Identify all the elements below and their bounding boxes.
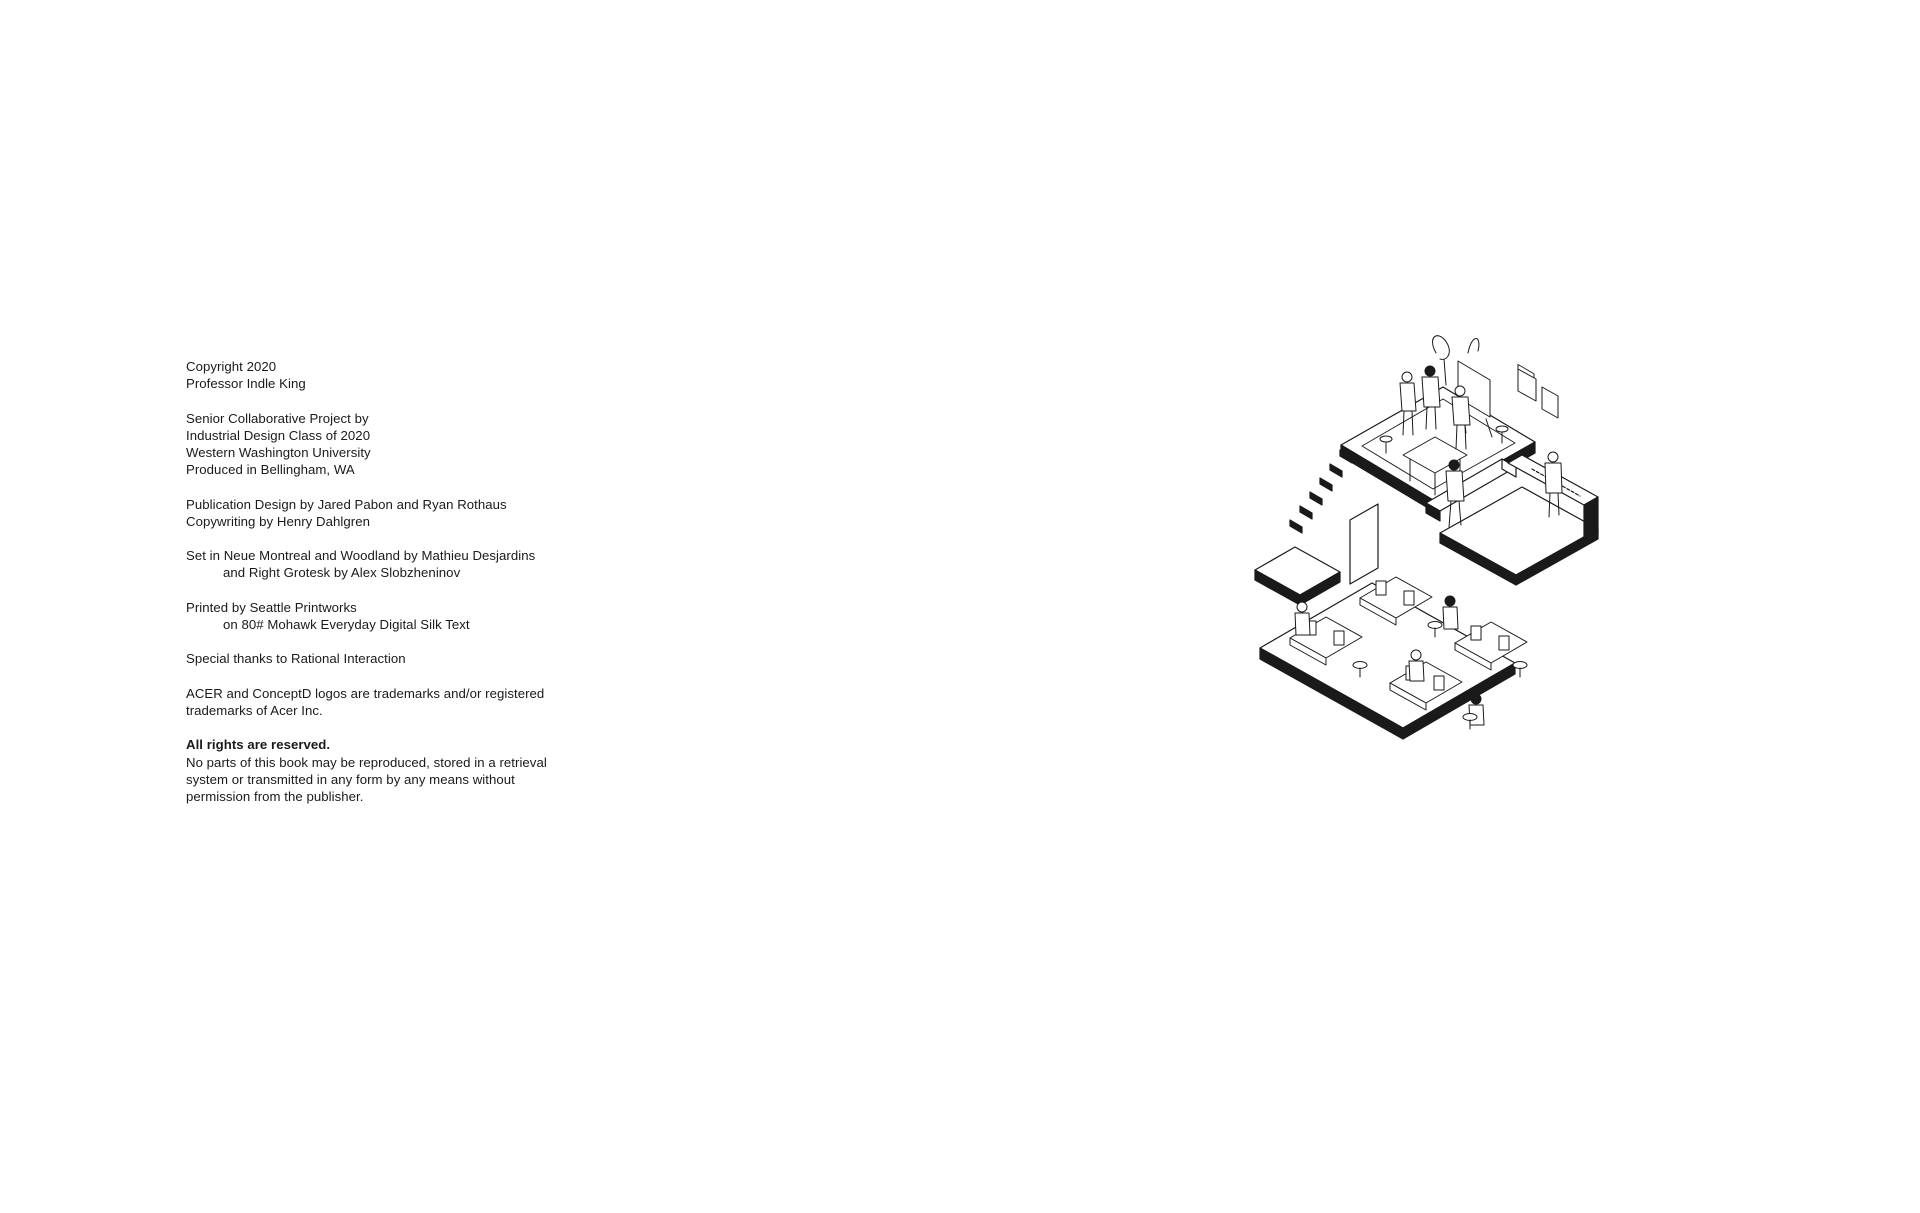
- paper-line-indented: on 80# Mohawk Everyday Digital Silk Text: [223, 616, 470, 632]
- rights-line: permission from the publisher.: [186, 788, 364, 804]
- design-credits-block: Publication Design by Jared Pabon and Ry…: [186, 496, 606, 530]
- rights-line: system or transmitted in any form by any…: [186, 771, 515, 787]
- typeset-line: Set in Neue Montreal and Woodland by Mat…: [186, 548, 536, 564]
- colophon: Copyright 2020 Professor Indle King Seni…: [186, 358, 606, 805]
- trademark-line: trademarks of Acer Inc.: [186, 702, 323, 718]
- trademark-line: ACER and ConceptD logos are trademarks a…: [186, 685, 545, 701]
- kitchen-people: [1445, 451, 1563, 528]
- workspace-desks: [1289, 576, 1528, 711]
- rights-heading: All rights are reserved.: [186, 737, 331, 753]
- typeset-line-indented: and Right Grotesk by Alex Slobzheninov: [223, 565, 461, 581]
- project-line: Senior Collaborative Project by: [186, 410, 369, 426]
- thanks-block: Special thanks to Rational Interaction: [186, 650, 606, 667]
- copyright-block: Copyright 2020 Professor Indle King: [186, 358, 606, 392]
- printer-line: Printed by Seattle Printworks: [186, 599, 357, 615]
- trademarks-block: ACER and ConceptD logos are trademarks a…: [186, 685, 606, 719]
- rights-line: No parts of this book may be reproduced,…: [186, 754, 547, 770]
- project-line: Industrial Design Class of 2020: [186, 427, 371, 443]
- copyright-holder: Professor Indle King: [186, 376, 306, 392]
- copyright-line: Copyright 2020: [186, 359, 277, 374]
- typeset-block: Set in Neue Montreal and Woodland by Mat…: [186, 547, 606, 581]
- thanks-line: Special thanks to Rational Interaction: [186, 651, 406, 667]
- staircase: [1289, 449, 1353, 534]
- isometric-office-icon: [1254, 335, 1599, 740]
- design-credit: Publication Design by Jared Pabon and Ry…: [186, 496, 507, 512]
- project-line: Produced in Bellingham, WA: [186, 462, 355, 478]
- landing: [1254, 546, 1341, 606]
- project-block: Senior Collaborative Project by Industri…: [186, 410, 606, 479]
- project-line: Western Washington University: [186, 445, 371, 460]
- rights-block: All rights are reserved. No parts of thi…: [186, 736, 606, 805]
- isometric-office-illustration: [1240, 325, 1680, 825]
- printing-block: Printed by Seattle Printworks on 80# Moh…: [186, 599, 606, 633]
- workspace-people: [1294, 595, 1528, 730]
- copywriting-credit: Copywriting by Henry Dahlgren: [186, 513, 370, 529]
